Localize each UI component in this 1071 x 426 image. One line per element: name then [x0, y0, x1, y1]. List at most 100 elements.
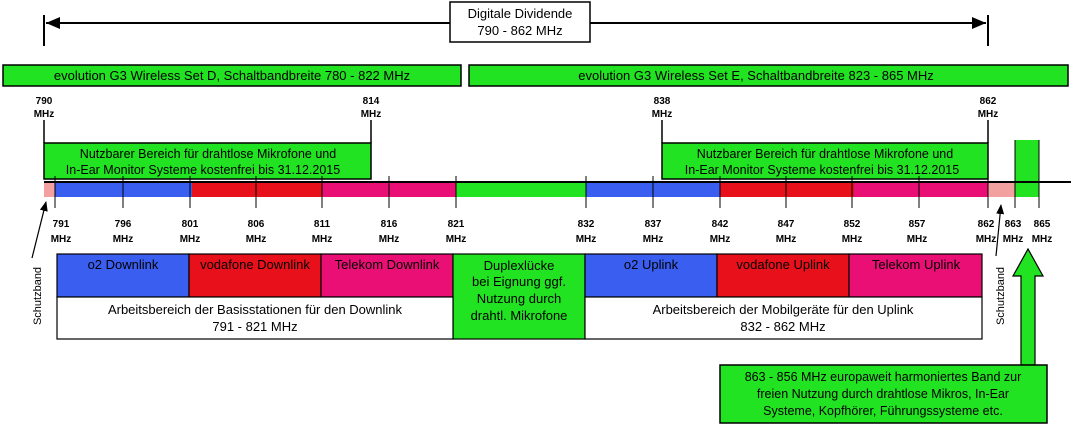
usable-range-notes: Nutzbarer Bereich für drahtlose Mikrofon…	[43, 142, 989, 180]
guard-band-right-segment	[988, 182, 1015, 197]
tick-832-value: 832	[578, 219, 595, 230]
europe-band-line1: 863 - 856 MHz europaweit harmoniertes Ba…	[745, 370, 1022, 384]
downlink-work-range-line2: 791 - 821 MHz	[212, 319, 297, 334]
tick-847-unit: MHz	[776, 234, 797, 245]
tick-852-unit: MHz	[842, 234, 863, 245]
dividend-box	[449, 1, 591, 43]
guard-band-labels: Schutzband Schutzband	[31, 201, 1007, 325]
usable-note-right	[661, 142, 989, 180]
tick-862-unit: MHz	[976, 234, 997, 245]
usable-note-right-line2: In-Ear Monitor Systeme kostenfrei bis 31…	[685, 163, 959, 177]
tick-816-value: 816	[381, 219, 398, 230]
tick-842-value: 842	[712, 219, 729, 230]
tick-821-unit: MHz	[446, 234, 467, 245]
uplink-work-range-line1: Arbeitsbereich der Mobilgeräte für den U…	[653, 302, 914, 317]
free-band-segment	[1015, 140, 1039, 197]
free-band-up-arrow	[1011, 247, 1045, 366]
tick-863-value: 863	[1005, 219, 1022, 230]
telekom-uplink-label: Telekom Uplink	[872, 257, 961, 272]
tick-806-unit: MHz	[246, 234, 267, 245]
o2-downlink-label: o2 Downlink	[88, 257, 159, 272]
set-e-label: evolution G3 Wireless Set E, Schaltbandb…	[578, 68, 934, 83]
vodafone-downlink-label: vodafone Downlink	[200, 257, 310, 272]
tick-801-unit: MHz	[180, 234, 201, 245]
tick-796-value: 796	[115, 219, 132, 230]
tick-863-unit: MHz	[1003, 234, 1024, 245]
tick-811-unit: MHz	[312, 234, 333, 245]
usable-note-right-line1: Nutzbarer Bereich für drahtlose Mikrofon…	[697, 147, 953, 161]
wireless-sets: evolution G3 Wireless Set D, Schaltbandb…	[2, 64, 1069, 87]
tick-796-unit: MHz	[113, 234, 134, 245]
duplex-line1: Duplexlücke	[484, 258, 555, 273]
duplex-line3: Nutzung durch	[477, 291, 562, 306]
tick-821-value: 821	[448, 219, 465, 230]
dividend-range: 790 - 862 MHz	[477, 23, 562, 38]
working-ranges: Arbeitsbereich der Basisstationen für de…	[56, 296, 983, 340]
dividend-title: Digitale Dividende	[468, 6, 573, 21]
spectrum-bar	[44, 140, 1071, 197]
uplink-work-range-line2: 832 - 862 MHz	[740, 319, 825, 334]
schutzband-right-label: Schutzband	[995, 267, 1007, 325]
frequency-ticks: 791 MHz 796 MHz 801 MHz 806 MHz 811 MHz …	[51, 176, 1053, 245]
usable-note-left-line2: In-Ear Monitor Systeme kostenfrei bis 31…	[66, 163, 340, 177]
tick-801-value: 801	[182, 219, 199, 230]
set-e-bar	[468, 64, 1069, 87]
dividend-left-arrowhead	[46, 17, 60, 29]
tick-865-unit: MHz	[1032, 234, 1053, 245]
vodafone-downlink-block	[188, 253, 322, 298]
set-d-label: evolution G3 Wireless Set D, Schaltbandb…	[54, 68, 410, 83]
tick-811-value: 811	[314, 219, 331, 230]
top-freq-814-unit: MHz	[361, 109, 382, 120]
europe-band-note: 863 - 856 MHz europaweit harmoniertes Ba…	[719, 364, 1048, 424]
schutzband-left-label: Schutzband	[32, 267, 44, 325]
tick-852-value: 852	[844, 219, 861, 230]
top-freq-838-value: 838	[654, 96, 671, 107]
tick-865-value: 865	[1034, 219, 1051, 230]
usable-note-left	[43, 142, 372, 180]
downlink-work-range-line1: Arbeitsbereich der Basisstationen für de…	[108, 302, 403, 317]
top-freq-838-unit: MHz	[652, 109, 673, 120]
top-frequency-markers: 790 MHz 814 MHz 838 MHz 862 MHz	[34, 96, 999, 143]
downlink-work-range-box	[56, 296, 454, 340]
top-freq-790-unit: MHz	[34, 109, 55, 120]
usable-note-left-line1: Nutzbarer Bereich für drahtlose Mikrofon…	[80, 147, 336, 161]
o2-uplink-label: o2 Uplink	[624, 257, 679, 272]
europe-band-box	[719, 364, 1048, 424]
tick-816-unit: MHz	[379, 234, 400, 245]
guard-band-left-segment	[44, 182, 55, 197]
duplex-line2: bei Eignung ggf.	[472, 274, 566, 289]
tick-791-unit: MHz	[51, 234, 72, 245]
set-d-bar	[2, 64, 462, 87]
tick-847-value: 847	[778, 219, 795, 230]
tick-806-value: 806	[248, 219, 265, 230]
o2-downlink-block	[56, 253, 190, 298]
telekom-downlink-label: Telekom Downlink	[335, 257, 440, 272]
dividend-right-arrowhead	[972, 17, 986, 29]
vodafone-downlink-segment	[192, 182, 322, 197]
vodafone-uplink-label: vodafone Uplink	[736, 257, 830, 272]
duplex-gap-block	[452, 253, 586, 340]
tick-857-value: 857	[909, 219, 926, 230]
tick-837-value: 837	[645, 219, 662, 230]
top-freq-862-value: 862	[980, 96, 997, 107]
tick-791-value: 791	[53, 219, 70, 230]
schutzband-left-pointer	[31, 201, 48, 259]
europe-band-line3: Systeme, Kopfhörer, Führungssysteme etc.	[763, 404, 1003, 418]
tick-857-unit: MHz	[907, 234, 928, 245]
tick-832-unit: MHz	[576, 234, 597, 245]
uplink-work-range-box	[584, 296, 983, 340]
schutzband-right-pointer	[995, 204, 1005, 257]
tick-842-unit: MHz	[710, 234, 731, 245]
top-freq-790-value: 790	[36, 96, 53, 107]
vodafone-uplink-block	[716, 253, 850, 298]
operator-blocks: o2 Downlink vodafone Downlink Telekom Do…	[56, 253, 983, 340]
tick-837-unit: MHz	[643, 234, 664, 245]
vodafone-uplink-segment	[720, 182, 854, 197]
digital-dividend-span: Digitale Dividende 790 - 862 MHz	[43, 1, 989, 46]
duplex-gap-segment	[456, 182, 586, 197]
tick-862-value: 862	[978, 219, 995, 230]
telekom-uplink-segment	[854, 182, 988, 197]
top-freq-862-unit: MHz	[978, 109, 999, 120]
